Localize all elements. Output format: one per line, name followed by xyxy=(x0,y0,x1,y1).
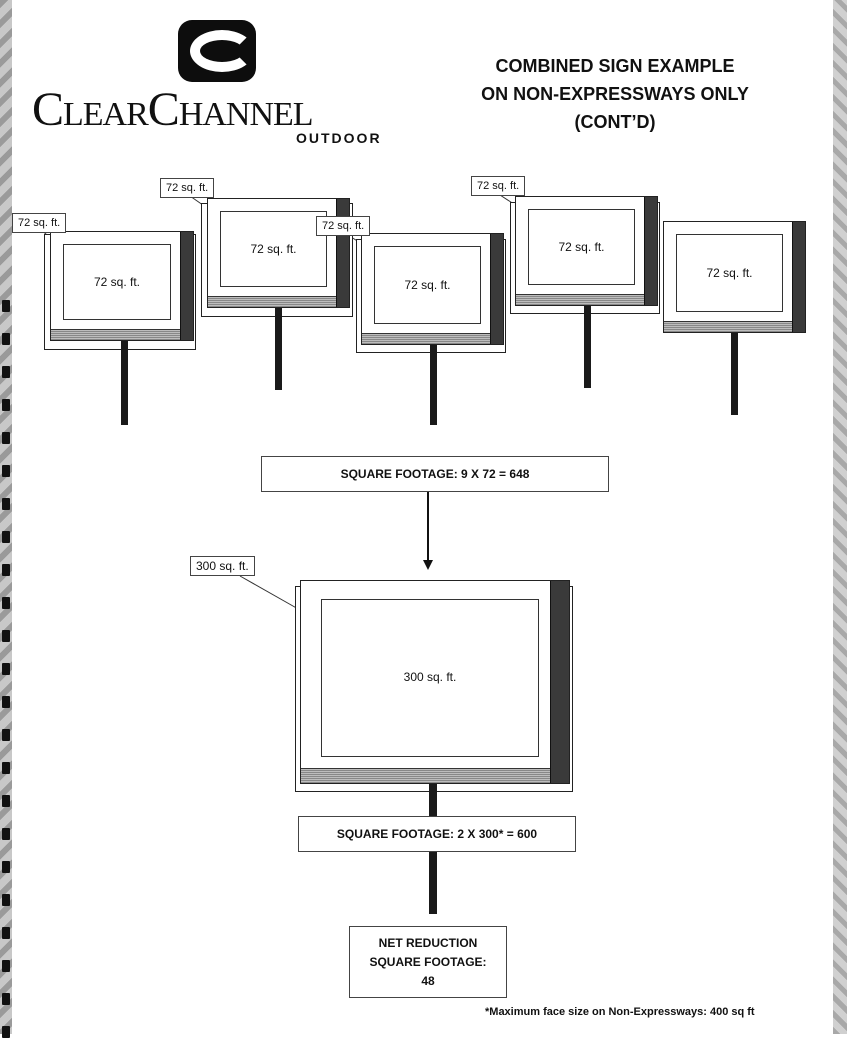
binding-hole xyxy=(2,597,10,609)
sign-callout-2: 72 sq. ft. xyxy=(160,178,215,198)
brand-name: CLEARCHANNEL xyxy=(32,83,314,136)
binding-hole xyxy=(2,333,10,345)
sign-face-label: 72 sq. ft. xyxy=(220,211,327,287)
square-footage-box-1: SQUARE FOOTAGE: 9 X 72 = 648 xyxy=(261,456,609,492)
sign-pole-2 xyxy=(275,308,282,390)
binding-hole xyxy=(2,729,10,741)
binding-hole xyxy=(2,564,10,576)
binding-hole xyxy=(2,795,10,807)
binding-hole xyxy=(2,828,10,840)
sign-pole-5 xyxy=(731,333,738,415)
sign-face-label: 72 sq. ft. xyxy=(676,234,783,312)
binding-hole xyxy=(2,399,10,411)
page-title: COMBINED SIGN EXAMPLE ON NON-EXPRESSWAYS… xyxy=(430,52,800,136)
binding-hole xyxy=(2,960,10,972)
big-sign: 300 sq. ft. xyxy=(300,580,570,784)
small-sign-4: 72 sq. ft. xyxy=(515,196,658,306)
net-reduction-line-2: SQUARE FOOTAGE: xyxy=(369,954,487,969)
binding-hole xyxy=(2,696,10,708)
big-sign-callout: 300 sq. ft. xyxy=(190,556,255,576)
sign-callout-1: 72 sq. ft. xyxy=(12,213,67,233)
net-reduction-line-1: NET REDUCTION xyxy=(378,935,478,950)
small-sign-2: 72 sq. ft. xyxy=(207,198,350,308)
binding-hole xyxy=(2,894,10,906)
small-sign-3: 72 sq. ft. xyxy=(361,233,504,345)
footnote: *Maximum face size on Non-Expressways: 4… xyxy=(485,1006,755,1018)
small-sign-1: 72 sq. ft. xyxy=(50,231,194,341)
square-footage-box-2: SQUARE FOOTAGE: 2 X 300* = 600 xyxy=(298,816,576,852)
binding-hole xyxy=(2,498,10,510)
scan-edge-left xyxy=(0,0,12,1034)
title-line-1: COMBINED SIGN EXAMPLE xyxy=(495,56,735,76)
binding-hole xyxy=(2,861,10,873)
binding-hole xyxy=(2,531,10,543)
binding-hole xyxy=(2,432,10,444)
big-sign-face-label: 300 sq. ft. xyxy=(321,599,539,757)
net-reduction-box: NET REDUCTION SQUARE FOOTAGE: 48 xyxy=(349,926,507,998)
brand-sub: OUTDOOR xyxy=(296,130,382,146)
binding-hole xyxy=(2,663,10,675)
net-reduction-value: 48 xyxy=(421,973,435,988)
binding-hole xyxy=(2,630,10,642)
sign-pole-1 xyxy=(121,341,128,425)
binding-hole xyxy=(2,366,10,378)
sign-pole-3 xyxy=(430,345,437,425)
sign-face-label: 72 sq. ft. xyxy=(374,246,481,324)
small-sign-5: 72 sq. ft. xyxy=(663,221,806,333)
sign-callout-3: 72 sq. ft. xyxy=(316,216,371,236)
sign-pole-4 xyxy=(584,306,591,388)
title-line-2: ON NON-EXPRESSWAYS ONLY xyxy=(481,84,749,104)
binding-hole xyxy=(2,993,10,1005)
binding-hole xyxy=(2,300,10,312)
title-line-3: (CONT’D) xyxy=(574,112,656,132)
sign-face-label: 72 sq. ft. xyxy=(528,209,635,285)
scan-edge-right xyxy=(833,0,847,1034)
clear-channel-logo-icon xyxy=(178,20,256,82)
sign-face-label: 72 sq. ft. xyxy=(63,244,171,320)
binding-hole xyxy=(2,927,10,939)
binding-hole xyxy=(2,465,10,477)
binding-hole xyxy=(2,1026,10,1038)
sign-callout-4: 72 sq. ft. xyxy=(471,176,526,196)
binding-hole xyxy=(2,762,10,774)
